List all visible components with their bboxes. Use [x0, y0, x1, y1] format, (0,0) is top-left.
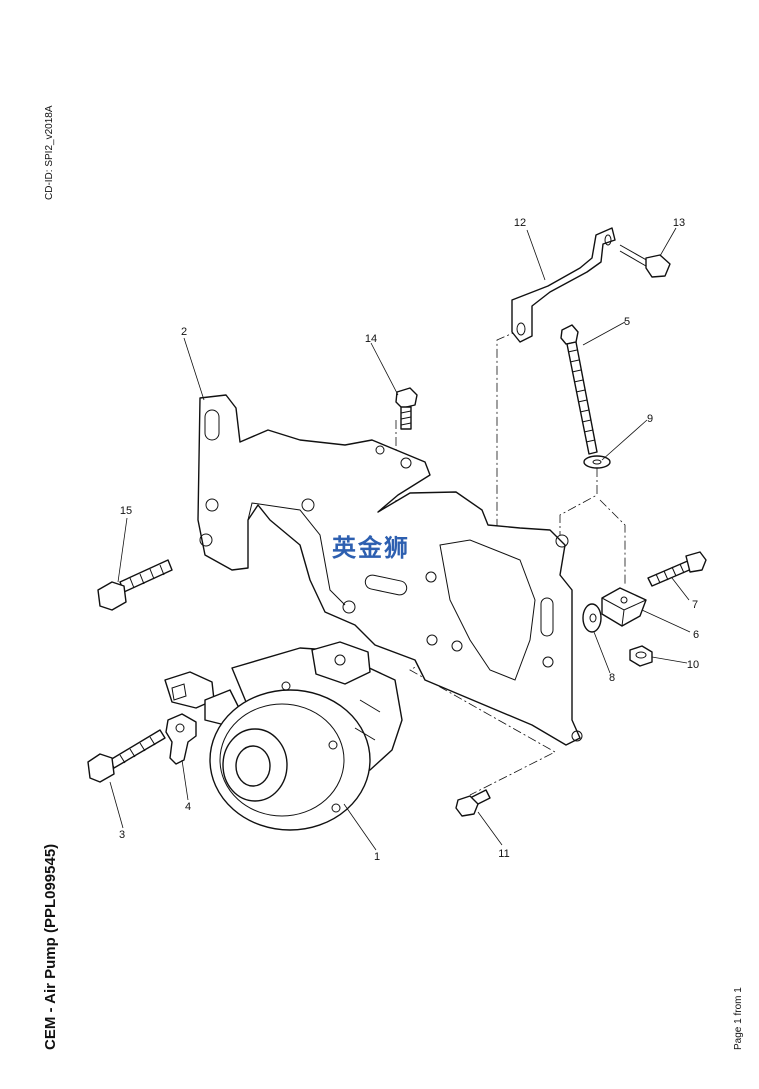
callout-8: 8 — [609, 672, 615, 684]
part-14-bolt — [395, 387, 418, 430]
callout-13: 13 — [673, 217, 685, 229]
callout-10: 10 — [687, 659, 699, 671]
part-11-bolt — [455, 789, 491, 817]
callout-4: 4 — [185, 801, 191, 813]
part-6-spacer — [601, 587, 647, 627]
part-13-bolt — [619, 244, 671, 278]
callout-3: 3 — [119, 829, 125, 841]
callout-6: 6 — [693, 629, 699, 641]
part-8-washer — [582, 603, 602, 633]
callout-5: 5 — [624, 316, 630, 328]
callout-1: 1 — [374, 851, 380, 863]
part-2-bracket — [197, 394, 583, 746]
part-15-bolt — [97, 559, 173, 611]
callout-9: 9 — [647, 413, 653, 425]
part-7-bolt — [647, 551, 707, 587]
part-1-air-pump — [164, 641, 403, 831]
part-3-bolt — [87, 729, 166, 783]
part-5-stud — [560, 324, 598, 455]
callout-2: 2 — [181, 326, 187, 338]
callout-12: 12 — [514, 217, 526, 229]
callout-14: 14 — [365, 333, 377, 345]
part-12-stay — [511, 227, 616, 343]
leader-lines — [109, 227, 691, 851]
callout-11: 11 — [498, 848, 509, 860]
part-4-clip — [165, 713, 197, 765]
part-9-washer — [583, 455, 611, 469]
callout-15: 15 — [120, 505, 132, 517]
watermark-logo: 英金狮 — [332, 534, 410, 562]
part-10-nut — [629, 645, 653, 667]
callout-labels: 1 2 3 4 5 6 7 8 9 10 11 12 13 14 15 — [119, 217, 699, 863]
callout-7: 7 — [692, 599, 698, 611]
